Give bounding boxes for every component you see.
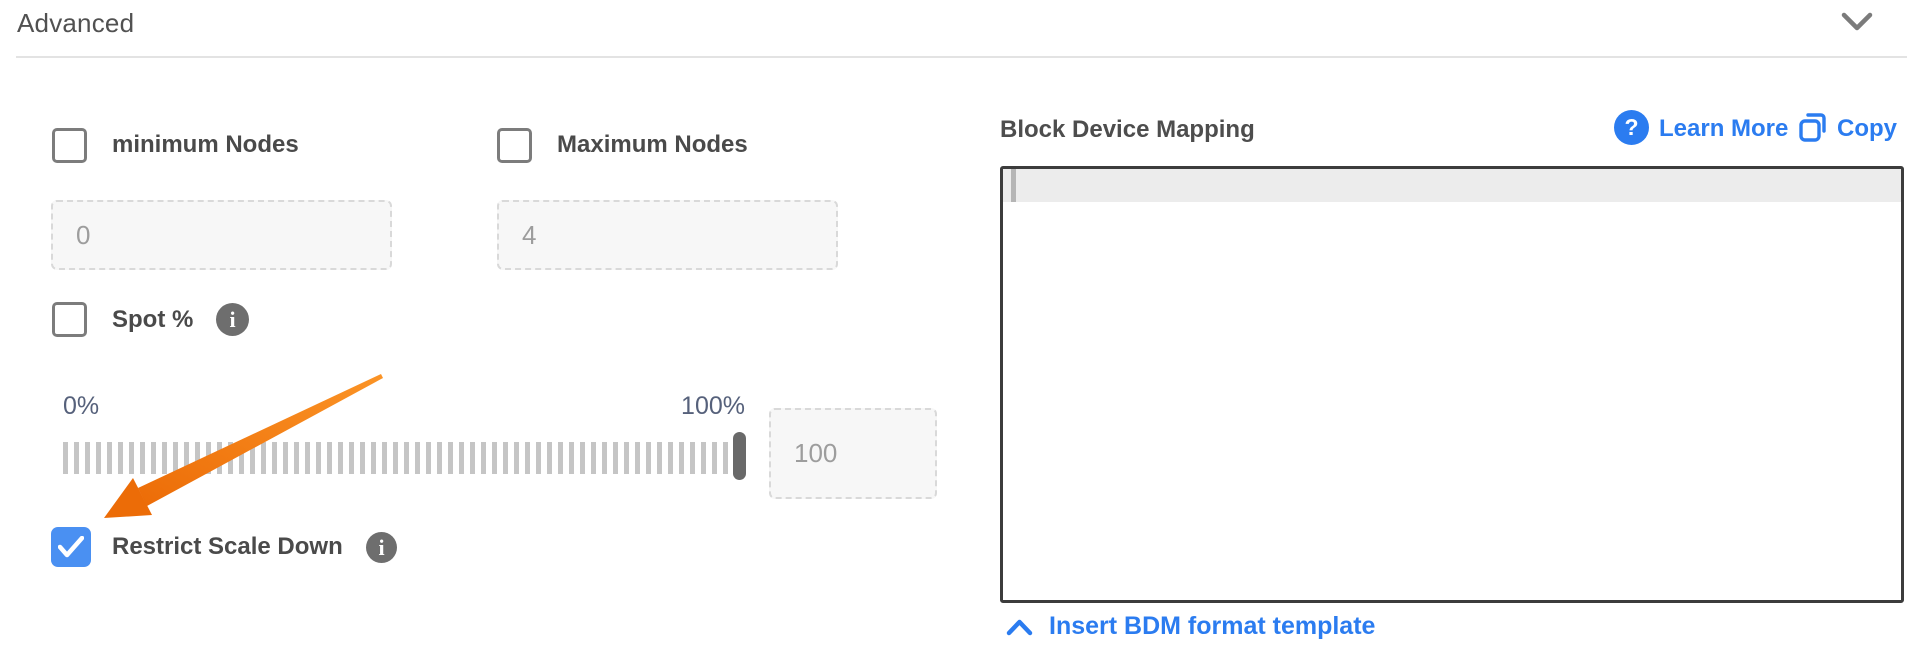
- learn-more-link[interactable]: Learn More: [1659, 115, 1789, 142]
- section-divider: [16, 56, 1907, 58]
- max-nodes-label: Maximum Nodes: [557, 131, 748, 158]
- spot-percent-slider-handle[interactable]: [733, 432, 746, 480]
- restrict-scale-down-checkbox[interactable]: [51, 527, 91, 567]
- restrict-info-icon[interactable]: i: [366, 532, 397, 563]
- spot-label: Spot %: [112, 306, 194, 333]
- chevron-up-icon: [1006, 619, 1033, 635]
- min-nodes-input[interactable]: [51, 200, 392, 270]
- restrict-scale-down-label: Restrict Scale Down: [112, 533, 343, 560]
- min-nodes-label: minimum Nodes: [112, 131, 299, 158]
- insert-bdm-template-link[interactable]: Insert BDM format template: [1006, 612, 1375, 641]
- min-nodes-checkbox[interactable]: [52, 128, 87, 163]
- chevron-down-icon[interactable]: [1841, 12, 1873, 34]
- editor-active-line: [1003, 169, 1901, 202]
- slider-max-label: 100%: [681, 392, 745, 420]
- section-title-advanced: Advanced: [17, 8, 135, 38]
- max-nodes-checkbox[interactable]: [497, 128, 532, 163]
- learn-more-question-icon[interactable]: ?: [1614, 110, 1649, 145]
- checkmark-icon: [58, 536, 84, 558]
- spot-checkbox[interactable]: [52, 302, 87, 337]
- bdm-editor-textarea[interactable]: [1000, 166, 1904, 603]
- copy-link[interactable]: Copy: [1837, 115, 1897, 142]
- spot-info-icon[interactable]: i: [216, 303, 249, 336]
- bdm-title: Block Device Mapping: [1000, 116, 1255, 143]
- copy-icon[interactable]: [1798, 112, 1828, 143]
- insert-bdm-template-label: Insert BDM format template: [1049, 612, 1376, 640]
- spot-percent-input[interactable]: [769, 408, 937, 499]
- editor-caret: [1011, 169, 1016, 202]
- max-nodes-input[interactable]: [497, 200, 838, 270]
- spot-percent-slider-track[interactable]: [63, 442, 742, 474]
- slider-min-label: 0%: [63, 392, 100, 420]
